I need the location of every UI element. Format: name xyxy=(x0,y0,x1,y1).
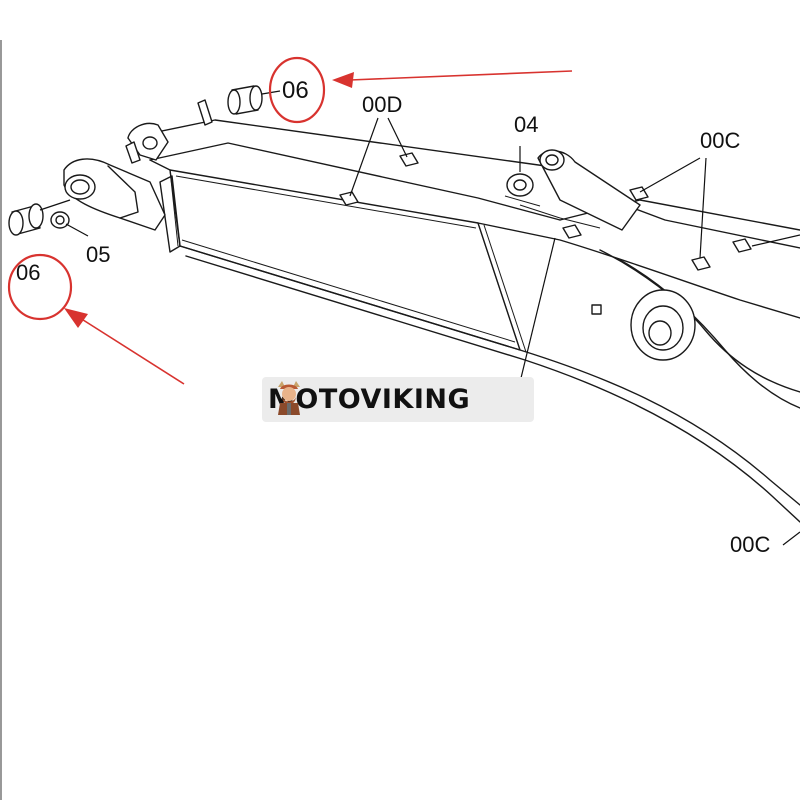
arrow-left-shaft xyxy=(79,317,185,385)
label-pad-right-bottom: 00C xyxy=(730,532,770,557)
wear-pads xyxy=(339,152,752,315)
pin-bush xyxy=(50,211,70,229)
label-pin-bush: 05 xyxy=(86,242,110,267)
boom-cylinder-boss xyxy=(630,289,696,361)
label-bushing-left: 06 xyxy=(16,260,40,285)
label-pad-right-top: 00C xyxy=(700,128,740,153)
highlight-markers xyxy=(7,56,573,385)
arrow-top-shaft xyxy=(349,70,573,81)
boom-foot-eye xyxy=(63,158,166,231)
bushing-left xyxy=(8,203,44,236)
front-top-lugs xyxy=(125,99,213,164)
viking-mascot-icon xyxy=(278,381,300,415)
label-pad-top: 00D xyxy=(362,92,402,117)
arrow-top-head xyxy=(332,72,354,88)
grease-fitting-part xyxy=(506,173,534,197)
boom-body xyxy=(127,119,800,523)
arrow-left-head xyxy=(64,308,88,328)
label-bushing-top: 06 xyxy=(282,77,309,104)
watermark-badge: MOTOVIKING xyxy=(262,377,534,422)
highlight-circle-top xyxy=(268,56,326,124)
bushing-top xyxy=(227,85,263,115)
highlight-circle-left xyxy=(7,253,73,321)
arm-cylinder-bracket xyxy=(504,149,641,231)
label-grease-fitting: 04 xyxy=(514,112,538,137)
watermark-brand-text: MOTOVIKING xyxy=(268,384,471,415)
